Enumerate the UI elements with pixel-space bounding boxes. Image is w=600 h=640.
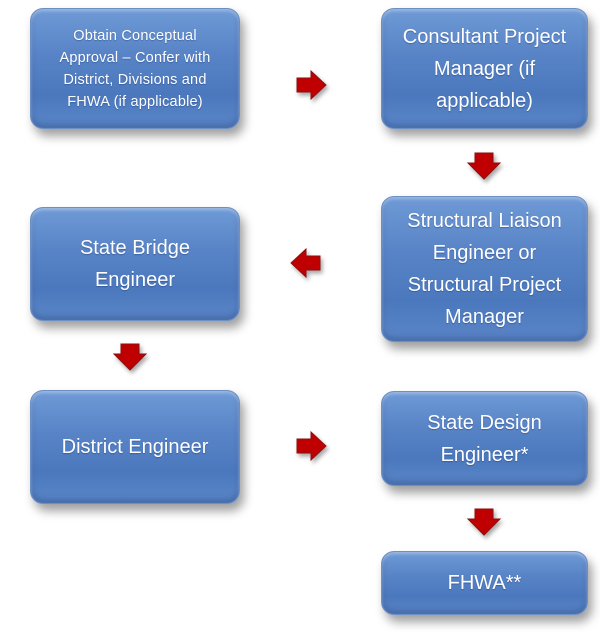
- arrow-down-icon: [466, 508, 502, 536]
- state-bridge-engineer-box: State Bridge Engineer: [30, 207, 240, 321]
- arrow-down-icon: [466, 152, 502, 180]
- obtain-conceptual-approval-box: Obtain Conceptual Approval – Confer with…: [30, 8, 240, 129]
- consultant-project-manager-label: Consultant Project Manager (if applicabl…: [402, 25, 567, 112]
- state-bridge-engineer-label: State Bridge Engineer: [79, 237, 191, 291]
- district-engineer-label: District Engineer: [61, 436, 209, 458]
- state-design-engineer-box: State Design Engineer*: [381, 391, 588, 486]
- consultant-project-manager-box: Consultant Project Manager (if applicabl…: [381, 8, 588, 129]
- fhwa-box: FHWA**: [381, 551, 588, 615]
- obtain-conceptual-approval-label: Obtain Conceptual Approval – Confer with…: [59, 27, 211, 110]
- arrow-left-icon: [290, 247, 321, 279]
- arrow-down-icon: [112, 343, 148, 371]
- structural-liaison-engineer-label: Structural Liaison Engineer or Structura…: [407, 210, 562, 328]
- district-engineer-box: District Engineer: [30, 390, 240, 504]
- state-design-engineer-label: State Design Engineer*: [427, 411, 542, 466]
- arrow-right-icon: [296, 69, 327, 101]
- structural-liaison-engineer-box: Structural Liaison Engineer or Structura…: [381, 196, 588, 342]
- arrow-right-icon: [296, 430, 327, 462]
- fhwa-label: FHWA**: [447, 572, 522, 594]
